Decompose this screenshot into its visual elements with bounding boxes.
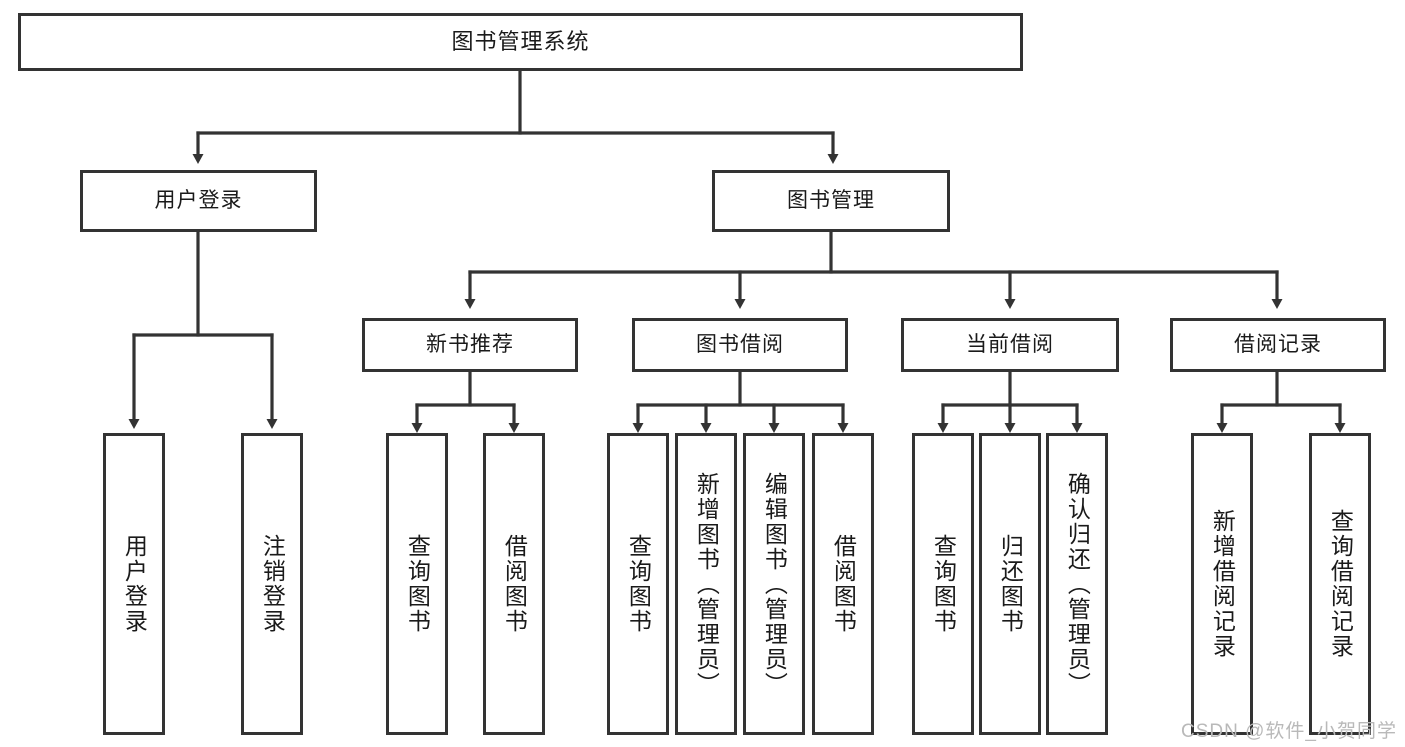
node-label: 查询图书 — [930, 534, 957, 634]
node-label: 图书管理系统 — [451, 29, 590, 55]
node-label: 注销登录 — [259, 534, 286, 634]
node-label: 查询图书 — [404, 534, 431, 634]
leaf-user-login-logout[interactable]: 注销登录 — [241, 433, 303, 735]
node-label: 新书推荐 — [426, 332, 514, 356]
leaf-borrow-borrow-book[interactable]: 借阅图书 — [812, 433, 874, 735]
csdn-watermark: CSDN @软件_小贺同学 — [1181, 721, 1397, 742]
node-borrow-record[interactable]: 借阅记录 — [1170, 318, 1386, 372]
leaf-current-confirm-return[interactable]: 确认归还（管理员） — [1046, 433, 1108, 735]
leaf-borrow-edit-book[interactable]: 编辑图书（管理员） — [743, 433, 805, 735]
leaf-current-return-book[interactable]: 归还图书 — [979, 433, 1041, 735]
node-book-management[interactable]: 图书管理 — [712, 170, 950, 232]
node-label: 确认归还（管理员） — [1064, 471, 1091, 697]
node-label: 查询借阅记录 — [1327, 509, 1354, 659]
node-label: 当前借阅 — [966, 332, 1054, 356]
node-label: 借阅图书 — [501, 534, 528, 634]
leaf-borrow-add-book[interactable]: 新增图书（管理员） — [675, 433, 737, 735]
leaf-user-login-login[interactable]: 用户登录 — [103, 433, 165, 735]
leaf-borrow-query-book[interactable]: 查询图书 — [607, 433, 669, 735]
node-user-login[interactable]: 用户登录 — [80, 170, 317, 232]
leaf-record-add-record[interactable]: 新增借阅记录 — [1191, 433, 1253, 735]
node-label: 用户登录 — [121, 534, 148, 634]
node-label: 用户登录 — [154, 188, 243, 212]
node-label: 图书管理 — [787, 188, 875, 212]
leaf-current-query-book[interactable]: 查询图书 — [912, 433, 974, 735]
node-label: 查询图书 — [625, 534, 652, 634]
node-label: 编辑图书（管理员） — [761, 471, 788, 697]
leaf-record-query-record[interactable]: 查询借阅记录 — [1309, 433, 1371, 735]
node-label: 新增图书（管理员） — [693, 471, 720, 697]
node-label: 新增借阅记录 — [1209, 509, 1236, 659]
node-label: 借阅记录 — [1234, 332, 1322, 356]
node-label: 归还图书 — [997, 534, 1024, 634]
node-new-book-recommend[interactable]: 新书推荐 — [362, 318, 578, 372]
node-current-borrow[interactable]: 当前借阅 — [901, 318, 1119, 372]
leaf-new-book-query[interactable]: 查询图书 — [386, 433, 448, 735]
node-label: 借阅图书 — [830, 534, 857, 634]
leaf-new-book-borrow[interactable]: 借阅图书 — [483, 433, 545, 735]
node-root-system[interactable]: 图书管理系统 — [18, 13, 1023, 71]
node-book-borrow[interactable]: 图书借阅 — [632, 318, 848, 372]
node-label: 图书借阅 — [696, 332, 784, 356]
